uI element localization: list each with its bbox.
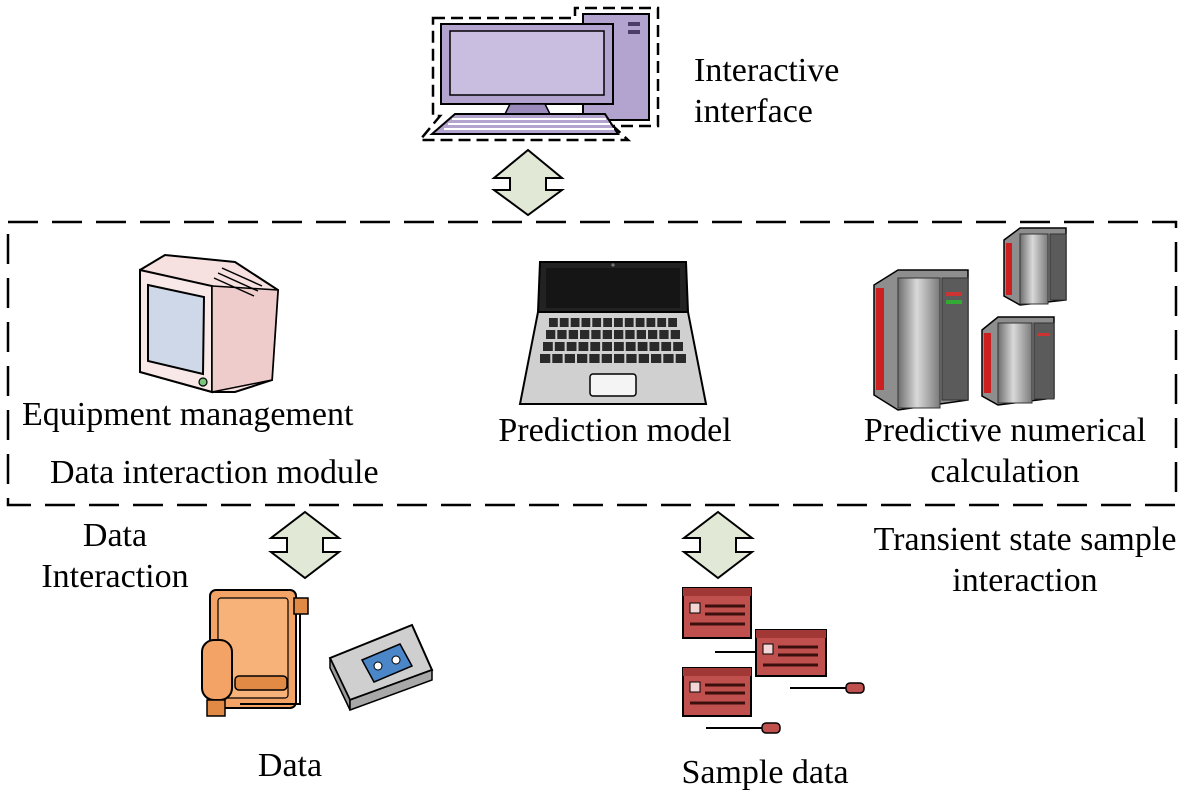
keyboard-key [649,342,660,351]
keyboard-key [549,318,558,327]
keyboard-key [566,342,577,351]
keyboard-key [557,330,567,339]
keyboard-key [614,354,625,363]
data-label: Data [257,747,323,784]
sample-window [682,587,752,639]
keyboard-key [602,330,612,339]
keyboard-key [568,330,578,339]
sample-window [755,629,827,677]
keyboard-key [554,342,565,351]
keyboard-key [663,354,674,363]
keyboard-key [673,342,683,351]
module-boundary [6,220,1178,507]
keyboard-key [602,342,612,351]
keyboard-key [675,354,686,363]
keyboard-key [592,318,602,327]
keyboard-key [540,354,551,363]
keyboard-key [657,318,667,327]
interactive-interface-label: Interactive interface [694,52,840,130]
data-interaction-module-label: Data interaction module [50,454,379,491]
keyboard-key [670,330,680,339]
keyboard-key [651,354,662,363]
keyboard-key [543,342,553,351]
keyboard-key [637,342,648,351]
data-windows-icon [682,587,865,734]
keyboard-key [659,330,669,339]
predictive-numerical-calculation-label: Predictive numerical calculation [863,412,1147,490]
keyboard-key [614,318,623,327]
keyboard-key [591,330,601,339]
sample-data-label: Sample data [681,754,849,791]
keyboard-key [601,354,612,363]
keyboard-key [635,318,645,327]
keyboard-key [614,330,624,339]
hard-drive-and-tape-icon [201,589,434,717]
crt-monitor-icon [139,253,280,394]
keyboard-key [590,342,601,351]
keyboard-key [646,318,656,327]
double-arrow-icon [681,510,755,580]
prediction-model-label: Prediction model [498,412,732,449]
keyboard-key [614,342,624,351]
keyboard-key [603,318,612,327]
keyboard-key [580,330,590,339]
keyboard-key [578,342,589,351]
keyboard-key [625,330,635,339]
keyboard-key [638,354,649,363]
data-interaction-label: Data Interaction [41,517,189,595]
keyboard-key [626,354,637,363]
desktop-computer-icon [417,6,660,142]
keyboard-key [581,318,591,327]
double-arrow-icon [490,148,566,217]
double-arrow-icon [268,510,342,580]
transient-state-sample-interaction-label: Transient state sample interaction [873,521,1177,599]
laptop-icon [518,261,708,405]
keyboard-key [570,318,580,327]
keyboard-key [559,318,569,327]
keyboard-key [546,330,556,339]
keyboard-key [577,354,588,363]
keyboard-key [564,354,575,363]
sample-window [682,667,752,717]
keyboard-key [552,354,563,363]
keyboard-key [636,330,646,339]
keyboard-key [661,342,672,351]
equipment-management-label: Equipment management [22,396,354,433]
keyboard-key [625,342,636,351]
keyboard-key [624,318,634,327]
server-tower-icon [873,227,1067,411]
keyboard-key [668,318,677,327]
keyboard-key [589,354,600,363]
keyboard-key [648,330,658,339]
